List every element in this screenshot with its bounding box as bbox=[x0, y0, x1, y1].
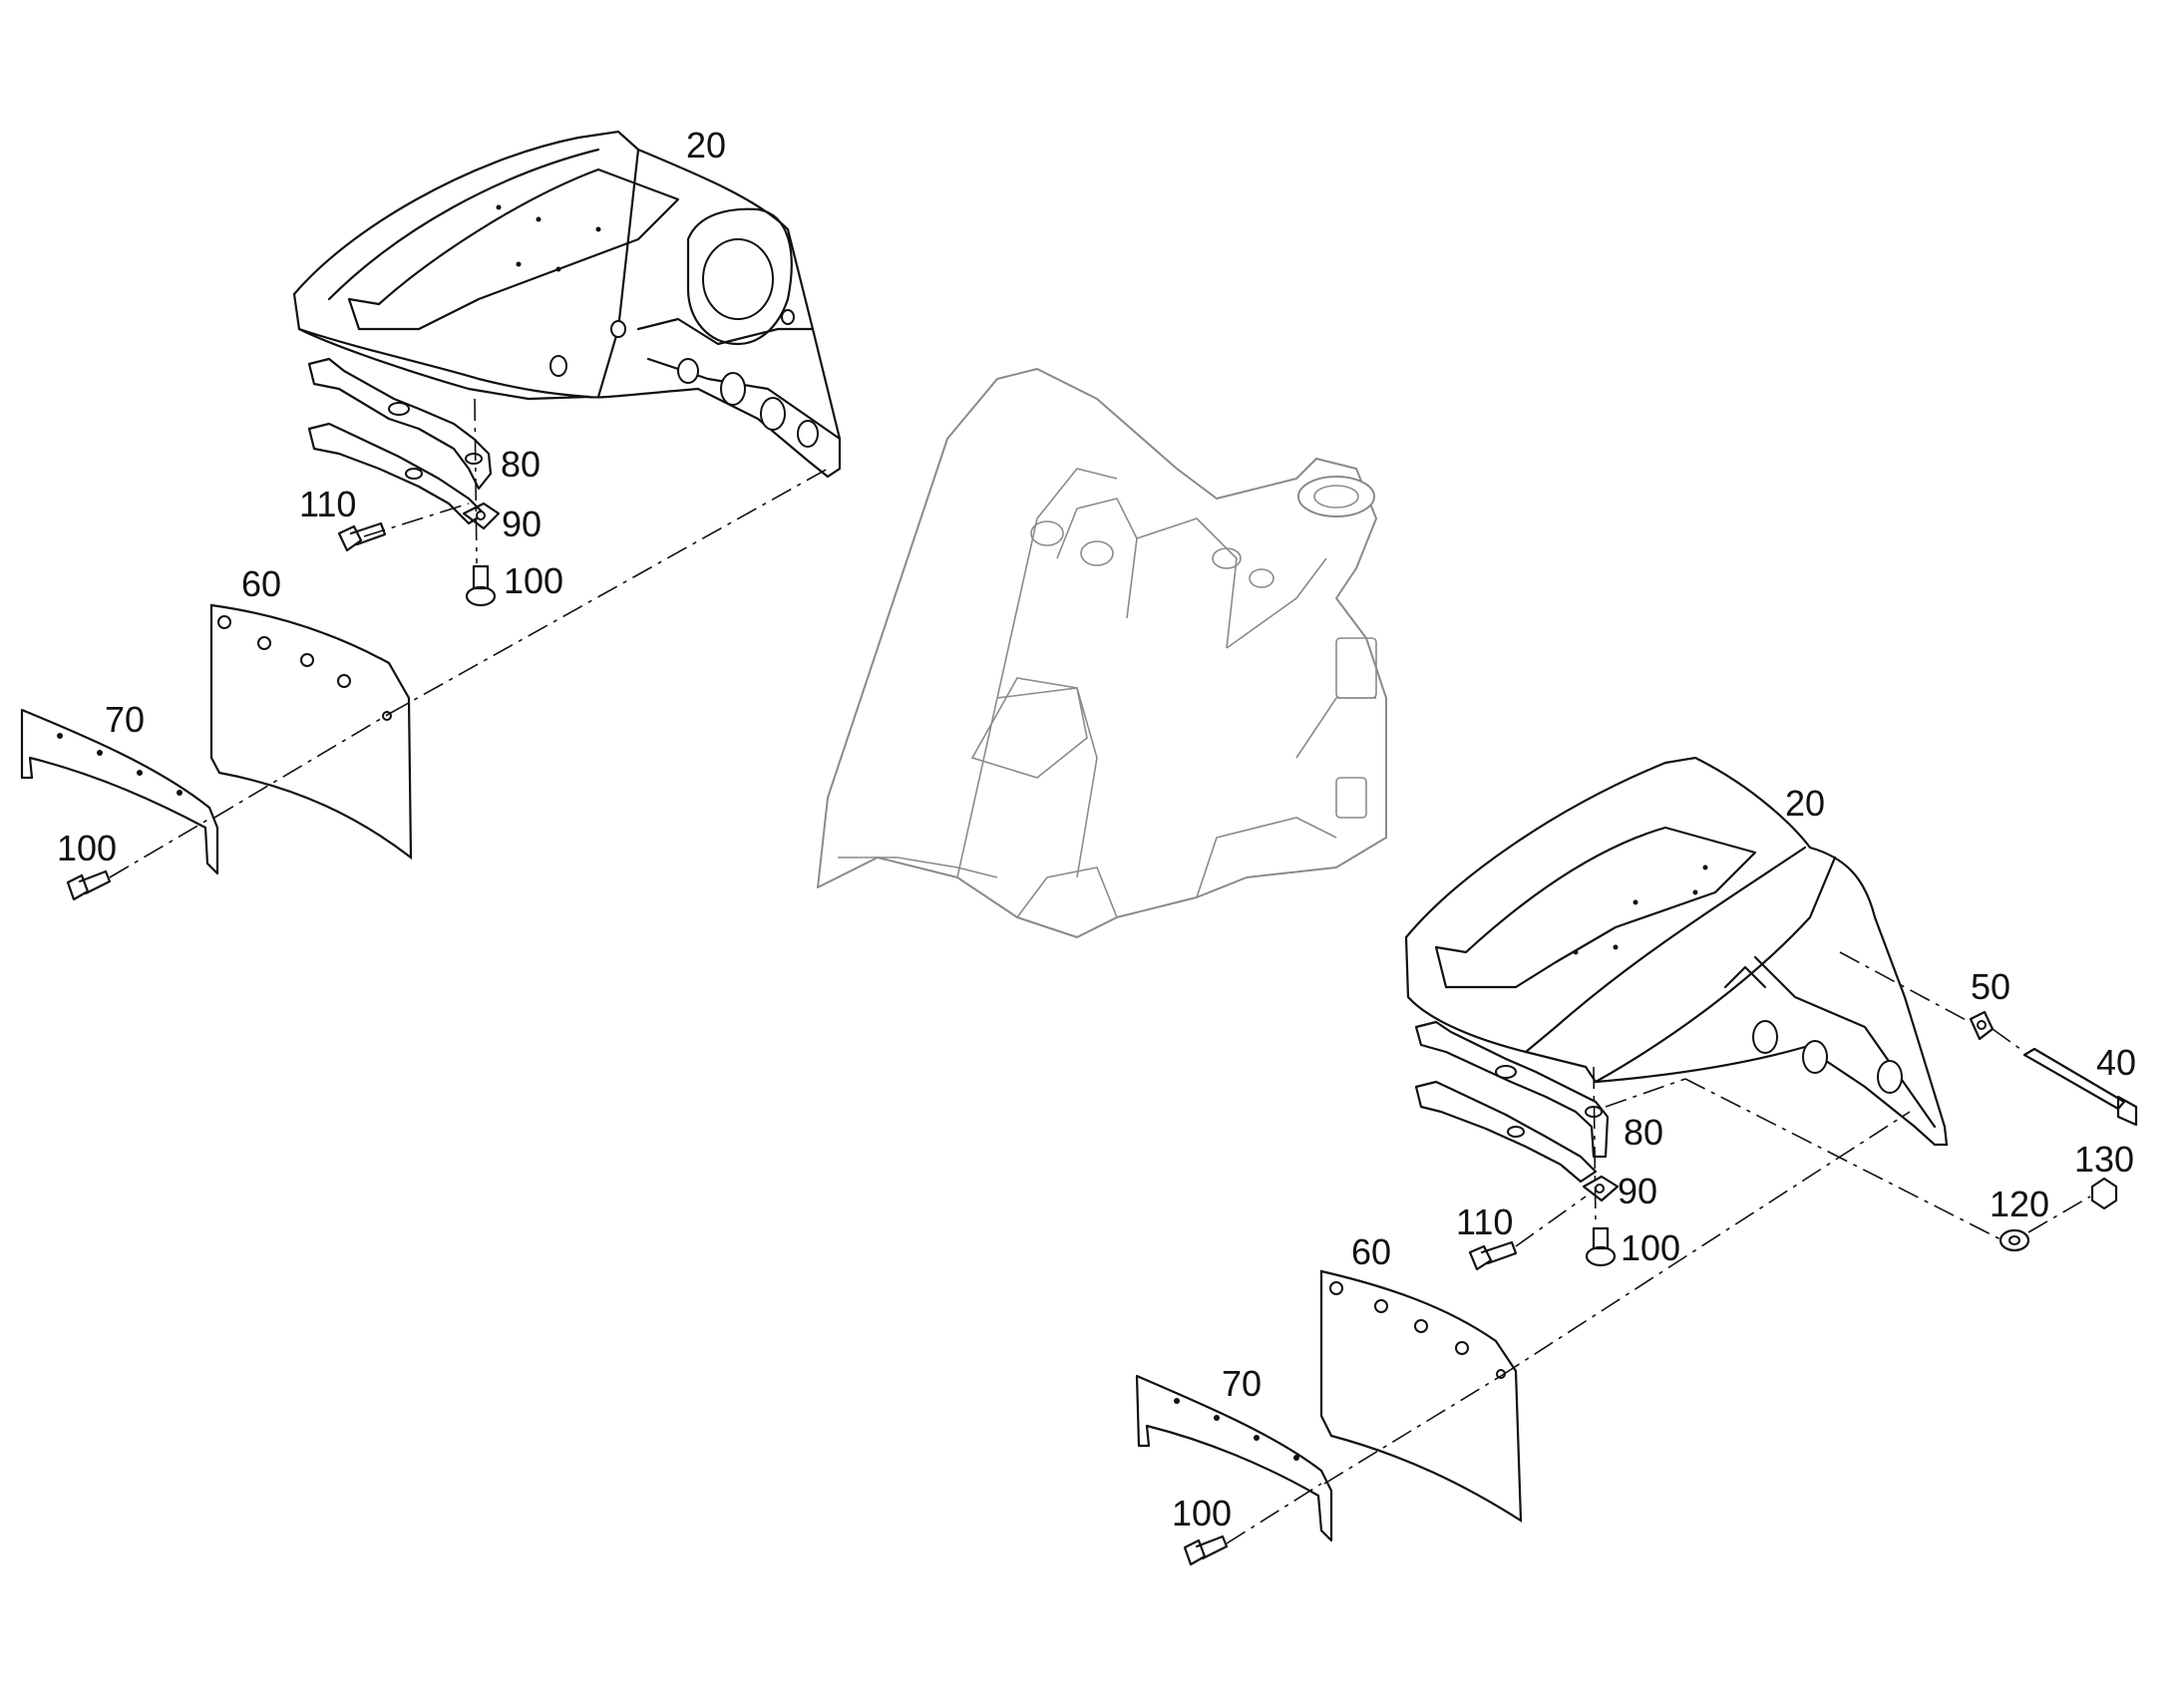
label-bottom-washer-nut: 120 bbox=[1990, 1184, 2049, 1224]
label-top-fender: 20 bbox=[686, 125, 726, 166]
label-top-strip: 70 bbox=[105, 699, 145, 740]
top-washer-90 bbox=[462, 502, 501, 530]
top-mudflap-60 bbox=[209, 603, 413, 860]
bottom-mudflap-60 bbox=[1319, 1269, 1523, 1524]
top-assembly bbox=[20, 130, 842, 901]
loader-front-frame bbox=[817, 368, 1387, 938]
top-bracket-80 bbox=[307, 357, 493, 491]
label-top-mudflap: 60 bbox=[241, 563, 281, 604]
label-bottom-bracket: 80 bbox=[1624, 1112, 1663, 1153]
bottom-spacer-50 bbox=[1969, 1010, 1995, 1041]
bottom-washer-90 bbox=[1582, 1175, 1620, 1202]
bottom-bolt-110 bbox=[1468, 1240, 1518, 1271]
label-top-bracket: 80 bbox=[501, 444, 541, 485]
label-top-washer: 90 bbox=[502, 504, 542, 544]
bottom-bolt-100-vertical bbox=[1585, 1226, 1617, 1267]
label-bottom-strip: 70 bbox=[1222, 1363, 1262, 1404]
label-bottom-mudflap: 60 bbox=[1351, 1231, 1391, 1272]
label-top-bolt-strip: 100 bbox=[57, 828, 117, 868]
top-bolt-100-vertical bbox=[465, 564, 497, 607]
bottom-assembly bbox=[1135, 756, 2138, 1566]
callout-labels: 20 80 90 100 110 60 70 100 20 50 40 80 9… bbox=[57, 125, 2136, 1534]
top-strip-70 bbox=[20, 708, 219, 875]
bottom-nut-130 bbox=[2090, 1177, 2118, 1210]
label-bottom-bolt-side: 110 bbox=[1456, 1201, 1513, 1242]
label-bottom-pin: 40 bbox=[2096, 1042, 2136, 1083]
bottom-strip-70 bbox=[1135, 1374, 1333, 1542]
label-bottom-nut: 130 bbox=[2074, 1139, 2134, 1180]
top-bolt-110 bbox=[337, 521, 387, 552]
bottom-bolt-100-strip bbox=[1183, 1535, 1229, 1566]
top-bolt-100-strip bbox=[66, 869, 112, 901]
label-top-bolt-side: 110 bbox=[299, 484, 356, 524]
label-top-bolt-vertical: 100 bbox=[504, 560, 563, 601]
bottom-washer-120 bbox=[1998, 1228, 2030, 1252]
bottom-fender bbox=[1404, 756, 1949, 1147]
label-bottom-spacer: 50 bbox=[1971, 966, 2010, 1007]
top-leader-lines bbox=[109, 398, 829, 878]
label-bottom-bolt-vertical: 100 bbox=[1621, 1227, 1680, 1268]
label-bottom-bolt-strip: 100 bbox=[1172, 1493, 1232, 1534]
top-fender bbox=[292, 130, 842, 479]
bottom-pin-40 bbox=[2022, 1047, 2138, 1127]
label-bottom-washer: 90 bbox=[1618, 1171, 1657, 1211]
label-bottom-fender: 20 bbox=[1785, 783, 1825, 824]
bottom-leader-lines bbox=[1226, 951, 2091, 1544]
bottom-bracket-lower bbox=[1414, 1080, 1598, 1184]
